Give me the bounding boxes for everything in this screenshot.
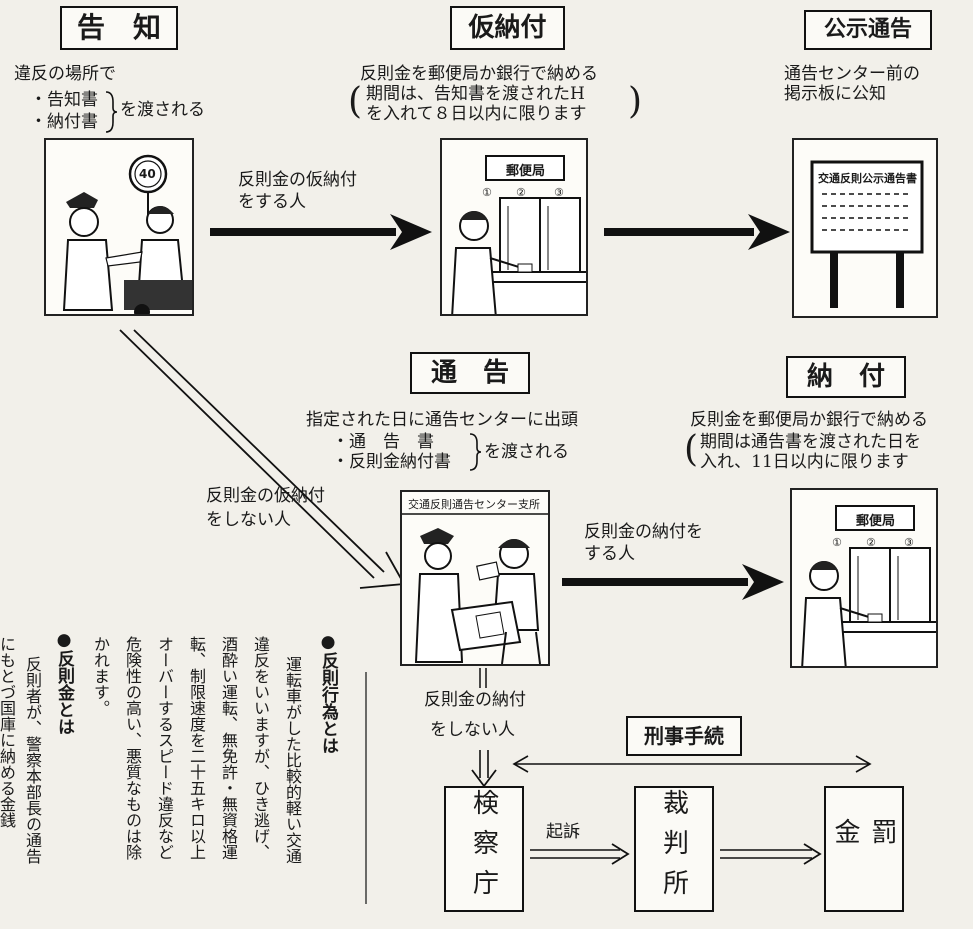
karinoufu-line2: 期間は、告知書を渡されたH xyxy=(366,84,585,104)
speed-sign-label: 40 xyxy=(139,167,156,181)
window-3-label-2: ③ xyxy=(904,536,914,549)
tsukoku-illustration: 交通反則通告センター支所 xyxy=(400,490,550,666)
noufu-line2: 期間は通告書を渡された日を xyxy=(700,432,921,452)
kokuchi-illustration: 40 xyxy=(44,138,194,316)
arrow-pay-2: する人 xyxy=(584,544,635,564)
kokuchi-hand: を渡される xyxy=(120,100,205,120)
tsukoku-doc2: ・反則金納付書 xyxy=(332,452,451,472)
kokuchi-doc1: ・告知書 xyxy=(30,90,98,110)
tsukoku-doc1: ・通 告 書 xyxy=(332,432,434,452)
post-office-sign: 郵便局 xyxy=(506,164,546,179)
arrow-kiso xyxy=(530,843,630,865)
kensatsu-box: 検察庁 xyxy=(444,786,524,912)
hansoku-koui-heading: ●反則行為とは xyxy=(318,632,338,754)
hansoku-koui-col2: 違反をいいますが、ひき逃げ、 xyxy=(251,636,270,860)
arrow-pay-provisional-2: をする人 xyxy=(238,192,306,212)
arrow-no-pay-1: 反則金の納付 xyxy=(424,690,526,710)
arrow-no-pay-2: をしない人 xyxy=(430,720,515,740)
tsukoku-line1: 指定された日に通告センターに出頭 xyxy=(306,410,578,430)
keiji-title: 刑事手続 xyxy=(626,716,742,756)
arrow-to-koujitsukoku xyxy=(604,214,790,250)
hansokukin-col1: 反則者が、警察本部長の通告 xyxy=(23,656,42,864)
arrow-pay-1: 反則金の納付を xyxy=(584,522,703,542)
hansoku-koui-col1: 運転車がした比較的軽い交通 xyxy=(283,656,302,864)
arrow-to-karinoufu xyxy=(210,214,432,250)
arrow-to-noufu xyxy=(562,564,784,600)
notice-center-sign: 交通反則通告センター支所 xyxy=(408,498,540,511)
karinoufu-title: 仮納付 xyxy=(450,6,565,50)
arrow-no-provisional-2: をしない人 xyxy=(206,510,291,530)
hansoku-koui-col5: オーバーするスピード違反など xyxy=(155,636,174,860)
hansokukin-col2: にもとづ国庫に納める金銭 xyxy=(0,636,16,828)
karinoufu-paren-close: ) xyxy=(628,81,643,122)
notice-center-image xyxy=(402,513,548,664)
koujitsukoku-title: 公示通告 xyxy=(804,10,932,50)
window-1-label: ① xyxy=(482,186,492,199)
karinoufu-line1: 反則金を郵便局か銀行で納める xyxy=(360,64,598,84)
post-office-image-2 xyxy=(801,505,936,666)
kokuchi-doc2: ・納付書 xyxy=(30,112,98,132)
column-divider xyxy=(365,672,367,904)
kokuchi-line1: 違反の場所で xyxy=(14,64,116,84)
karinoufu-illustration: 郵便局 ① ② ③ xyxy=(440,138,588,316)
koujitsukoku-illustration: 交通反則公示通告書 xyxy=(792,138,938,318)
hansoku-koui-col7: かれます。 xyxy=(91,636,110,716)
arrow-no-provisional-1: 反則金の仮納付 xyxy=(206,486,325,506)
hansoku-koui-col4: 転、制限速度を二十五キロ以上 xyxy=(187,636,206,860)
notice-board-label: 交通反則公示通告書 xyxy=(818,172,917,185)
arrow-to-bakkin xyxy=(720,843,822,865)
kokuchi-title: 告 知 xyxy=(60,6,178,50)
noufu-title: 納 付 xyxy=(786,356,906,398)
window-2-label-2: ② xyxy=(866,536,876,549)
koujitsukoku-line1: 通告センター前の xyxy=(784,64,920,84)
hansokukin-heading: ●反則金とは xyxy=(54,630,74,735)
window-1-label-2: ① xyxy=(832,536,842,549)
window-2-label: ② xyxy=(516,186,526,199)
karinoufu-paren-open: ( xyxy=(348,81,363,122)
kokuchi-brace xyxy=(105,91,118,133)
noufu-illustration: 郵便局 ① ② ③ xyxy=(790,488,938,668)
bakkin-box: 罰金 xyxy=(824,786,904,912)
noufu-line3: 入れ、11日以内に限ります xyxy=(700,452,909,472)
kiso-label: 起訴 xyxy=(546,822,580,842)
window-3-label: ③ xyxy=(554,186,564,199)
tsukoku-brace xyxy=(469,433,482,471)
noufu-paren-open: ( xyxy=(684,429,699,470)
noufu-line1: 反則金を郵便局か銀行で納める xyxy=(690,410,928,430)
police-scene-image xyxy=(62,154,192,314)
notice-board-image xyxy=(810,160,924,308)
arrow-to-kensatsu xyxy=(471,668,497,788)
post-office-image xyxy=(451,155,586,314)
hansoku-koui-col3: 酒酔い運転、無免許・無資格運 xyxy=(219,636,238,860)
post-office-sign-2: 郵便局 xyxy=(856,514,896,529)
tsukoku-title: 通 告 xyxy=(410,352,530,394)
koujitsukoku-line2: 掲示板に公知 xyxy=(784,84,886,104)
keiji-range-arrow xyxy=(512,755,872,773)
saibansho-box: 裁判所 xyxy=(634,786,714,912)
arrow-pay-provisional-1: 反則金の仮納付 xyxy=(238,170,357,190)
hansoku-koui-col6: 危険性の高い、悪質なものは除 xyxy=(123,636,142,860)
tsukoku-hand: を渡される xyxy=(484,442,569,462)
karinoufu-line3: を入れて８日以内に限ります xyxy=(366,104,587,124)
